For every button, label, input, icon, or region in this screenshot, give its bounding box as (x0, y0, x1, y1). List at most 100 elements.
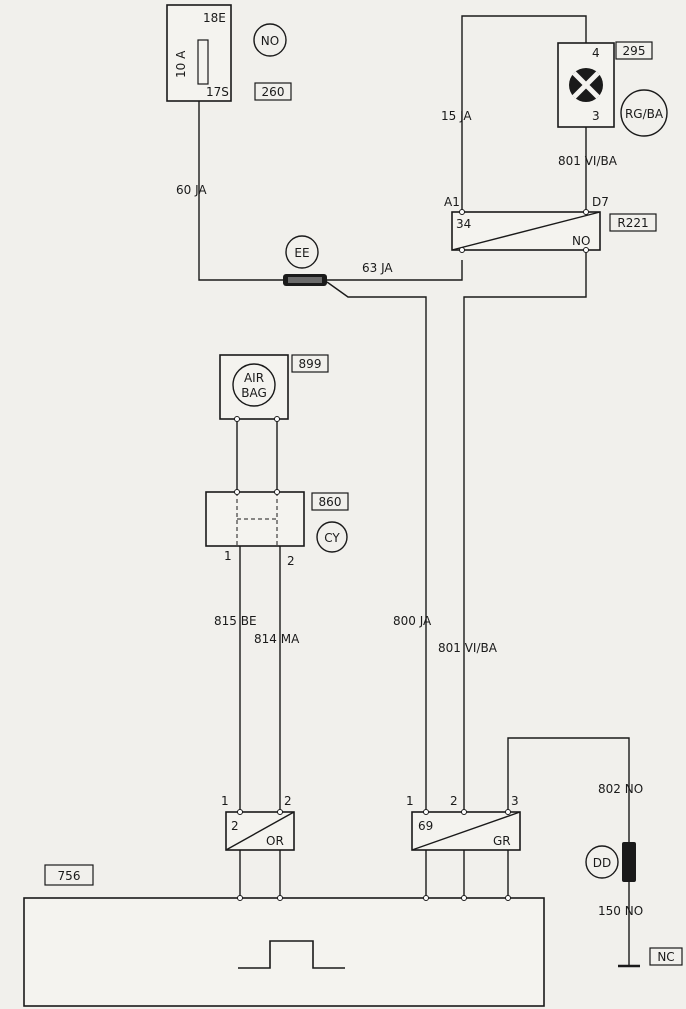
cgr-pin2: 2 (450, 794, 458, 808)
lamp-ref: 295 (623, 44, 646, 58)
r221-ref: R221 (617, 216, 648, 230)
airbag-icon (232, 363, 276, 407)
c860-ref: 860 (319, 495, 342, 509)
wire-label-63: 63 JA (362, 261, 393, 275)
r221-pin-d-dot (583, 209, 589, 215)
connector-r221: 34 NO A1 D7 R221 (444, 195, 657, 253)
cor-pin1: 1 (221, 794, 229, 808)
fuse-color-circle (253, 23, 287, 57)
cgr-diagonal (411, 811, 521, 851)
fuse-260: 10 A 18E 17S NO 260 (166, 4, 292, 102)
ecu-ref-box (44, 864, 94, 886)
cor-ways: 2 (231, 819, 239, 833)
airbag-pin-1 (234, 416, 240, 422)
lamp-pin-top: 4 (592, 46, 600, 60)
ecu-pin-2 (277, 895, 283, 901)
diode-icon (622, 842, 636, 882)
wire-800-ja (326, 281, 427, 810)
r221-pin-d: D7 (592, 195, 609, 209)
cor-color: OR (266, 834, 284, 848)
fuse-ref: 260 (262, 85, 285, 99)
cgr-top-pin-3 (505, 809, 511, 815)
r221-ref-box (609, 213, 657, 232)
cor-diagonal (225, 811, 295, 851)
wire-63-ja (327, 260, 463, 281)
lamp-color-code: RG/BA (625, 107, 664, 121)
ecu-pin-3 (423, 895, 429, 901)
wire-label-150: 150 NO (598, 904, 643, 918)
diode-code: DD (593, 856, 611, 870)
connector-gr: 69 GR 1 2 3 (406, 794, 521, 851)
c860-ref-box (311, 492, 349, 511)
r221-pin-a: A1 (444, 195, 460, 209)
pulse-icon (238, 940, 345, 969)
airbag-899: AIR BAG 899 (219, 354, 329, 422)
fuse-ref-box (254, 82, 292, 101)
splice-highlight (288, 277, 322, 283)
wire-label-15: 15 JA (441, 109, 472, 123)
airbag-ref-box (291, 354, 329, 373)
diode-dd: DD (585, 842, 636, 882)
wire-label-801: 801 VI/BA (438, 641, 498, 655)
cgr-ways: 69 (418, 819, 433, 833)
ecu-ref: 756 (58, 869, 81, 883)
ground-ref-box (649, 947, 683, 966)
fuse-icon (197, 39, 209, 85)
cor-pin2: 2 (284, 794, 292, 808)
lamp-cross-icon (572, 71, 600, 99)
airbag-box (219, 354, 289, 420)
wire-802-no (507, 737, 630, 842)
cgr-top-pin-1 (423, 809, 429, 815)
wires (198, 15, 630, 965)
cgr-pin3: 3 (511, 794, 519, 808)
wire-label-801-top: 801 VI/BA (558, 154, 618, 168)
ecu-pin-1 (237, 895, 243, 901)
lamp-color-circle (620, 89, 668, 137)
connector-or: 2 OR 1 2 (221, 794, 295, 851)
c860-color-circle (316, 521, 348, 553)
connector-860: 1 2 860 CY (205, 489, 349, 568)
ground-ref: NC (657, 950, 674, 964)
wire-label-815: 815 BE (214, 614, 257, 628)
splice-code: EE (294, 246, 309, 260)
c860-color-code: CY (324, 531, 340, 545)
wire-60-ja (198, 101, 290, 281)
wire-label-60: 60 JA (176, 183, 207, 197)
wire-801-vi-ba (463, 250, 587, 810)
airbag-line2: BAG (241, 386, 267, 400)
fuse-pin-top: 18E (203, 11, 226, 25)
airbag-line1: AIR (244, 371, 264, 385)
lamp-pin-bottom: 3 (592, 109, 600, 123)
diode-code-circle (585, 845, 619, 879)
splice-ee: EE (283, 235, 327, 286)
r221-color: NO (572, 234, 590, 248)
lamp-ref-box (615, 41, 653, 60)
wire-label-802: 802 NO (598, 782, 643, 796)
r221-pin-d-bottom-dot (583, 247, 589, 253)
fuse-color-code: NO (261, 34, 279, 48)
r221-ways: 34 (456, 217, 471, 231)
r221-pin-a-bottom-dot (459, 247, 465, 253)
wire-15-ja (461, 15, 587, 212)
c860-pin2: 2 (287, 554, 295, 568)
c860-pin1: 1 (224, 549, 232, 563)
c860-top-pin-2 (274, 489, 280, 495)
ground-nc: NC (618, 947, 683, 968)
cgr-pin1: 1 (406, 794, 414, 808)
lamp-295: 4 3 295 RG/BA (557, 41, 668, 137)
wire-label-814: 814 MA (254, 632, 300, 646)
wire-labels: 15 JA 801 VI/BA 60 JA 63 JA 815 BE 814 M… (176, 109, 643, 918)
cgr-top-pin-2 (461, 809, 467, 815)
cor-top-pin-1 (237, 809, 243, 815)
fuse-pin-bottom: 17S (206, 85, 229, 99)
cgr-color: GR (493, 834, 511, 848)
airbag-pin-2 (274, 416, 280, 422)
ecu-756: 756 (23, 864, 545, 1007)
wire-label-800: 800 JA (393, 614, 432, 628)
ecu-box (23, 897, 545, 1007)
ecu-pin-4 (461, 895, 467, 901)
c860-top-pin-1 (234, 489, 240, 495)
fuse-rating: 10 A (174, 50, 188, 78)
r221-diagonal (451, 211, 601, 251)
